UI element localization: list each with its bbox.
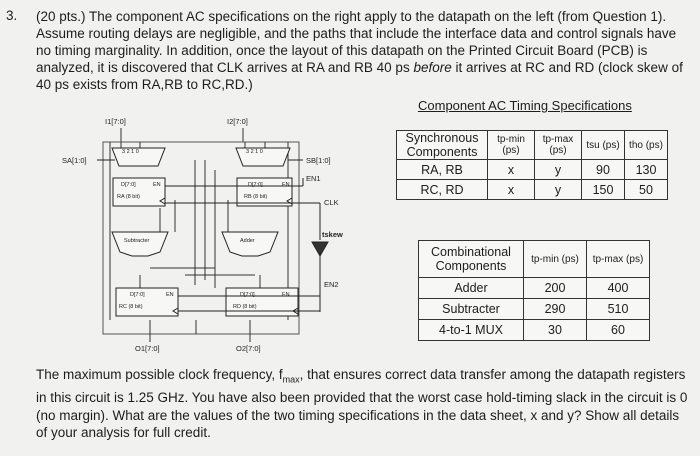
en1-label: EN1 — [306, 174, 321, 183]
table-header: tp-max (ps) — [534, 130, 582, 160]
table-cell: Subtracter — [418, 298, 524, 320]
table-cell: 4-to-1 MUX — [418, 319, 524, 341]
sa-label: SA[1:0] — [62, 156, 87, 165]
table-header: tp-max (ps) — [586, 240, 650, 278]
en2-label: EN2 — [324, 280, 339, 289]
table-header: tp-min (ps) — [487, 130, 535, 160]
combinational-table: Combinational Components tp-min (ps) tp-… — [418, 240, 650, 341]
rb-d-label: D[7:0] — [248, 182, 263, 188]
question-body: The maximum possible clock frequency, fm… — [36, 367, 688, 441]
skew-buffer — [311, 241, 329, 258]
clk-label: CLK — [324, 198, 339, 207]
table-cell: x — [487, 179, 535, 200]
table-row: Subtracter 290 510 — [418, 298, 650, 320]
table-header: tp-min (ps) — [523, 240, 587, 278]
table-header: Synchronous Components — [396, 130, 488, 160]
table-cell: 290 — [523, 298, 587, 320]
table-row: 4-to-1 MUX 30 60 — [418, 319, 650, 341]
mux-a — [111, 147, 166, 167]
rd-d-label: D[7:0] — [240, 292, 255, 298]
register-rc — [115, 287, 179, 317]
table-header: tsu (ps) — [581, 130, 625, 160]
rd-label: RD (8 bit) — [233, 304, 257, 310]
register-rb — [236, 177, 293, 207]
table-cell: 510 — [586, 298, 650, 320]
mux-b-inputs: 3 2 1 0 — [246, 149, 263, 155]
tskew-label: tskew — [322, 230, 343, 239]
adder-label: Adder — [240, 238, 255, 244]
table-row: Combinational Components tp-min (ps) tp-… — [418, 240, 650, 278]
rc-d-label: D[7:0] — [130, 292, 145, 298]
ra-en-label: EN — [153, 182, 161, 188]
table-header: tho (ps) — [624, 130, 668, 160]
subtracter-label: Subtracter — [124, 238, 150, 244]
mux-a-inputs: 3 2 1 0 — [122, 149, 139, 155]
table-cell: Adder — [418, 277, 524, 299]
rc-label: RC (8 bit) — [119, 304, 143, 310]
ra-d-label: D[7:0] — [121, 182, 136, 188]
table-cell: x — [487, 159, 535, 180]
synchronous-table: Synchronous Components tp-min (ps) tp-ma… — [396, 130, 668, 200]
table-cell: 150 — [581, 179, 625, 200]
table-cell: 200 — [523, 277, 587, 299]
table-cell: 400 — [586, 277, 650, 299]
table-row: RC, RD x y 150 50 — [396, 179, 668, 200]
table-cell: y — [534, 159, 582, 180]
register-ra — [112, 177, 166, 207]
table-cell: 90 — [581, 159, 625, 180]
sb-label: SB[1:0] — [306, 156, 331, 165]
table-cell: 130 — [624, 159, 668, 180]
ra-label: RA (8 bit) — [117, 194, 140, 200]
spec-title: Component AC Timing Specifications — [418, 98, 632, 113]
rb-en-label: EN — [282, 182, 290, 188]
mux-b — [235, 147, 291, 167]
table-header: Combinational Components — [418, 240, 524, 278]
table-cell: 60 — [586, 319, 650, 341]
table-cell: 50 — [624, 179, 668, 200]
table-row: Adder 200 400 — [418, 277, 650, 299]
rb-label: RB (8 bit) — [244, 194, 268, 200]
i1-label: I1[7:0] — [105, 117, 126, 126]
table-cell: RC, RD — [396, 179, 488, 200]
rc-en-label: EN — [166, 292, 174, 298]
table-cell: 30 — [523, 319, 587, 341]
question-number: 3. — [6, 8, 18, 23]
table-row: Synchronous Components tp-min (ps) tp-ma… — [396, 130, 668, 160]
table-cell: RA, RB — [396, 159, 488, 180]
question-intro: (20 pts.) The component AC specification… — [36, 9, 683, 92]
rd-en-label: EN — [282, 292, 290, 298]
table-row: RA, RB x y 90 130 — [396, 159, 668, 180]
o1-label: O1[7:0] — [135, 344, 160, 353]
before-emphasis: before — [413, 60, 452, 75]
i2-label: I2[7:0] — [227, 117, 248, 126]
table-cell: y — [534, 179, 582, 200]
o2-label: O2[7:0] — [236, 344, 261, 353]
adder-block — [221, 231, 279, 257]
subtracter-block — [111, 231, 169, 257]
